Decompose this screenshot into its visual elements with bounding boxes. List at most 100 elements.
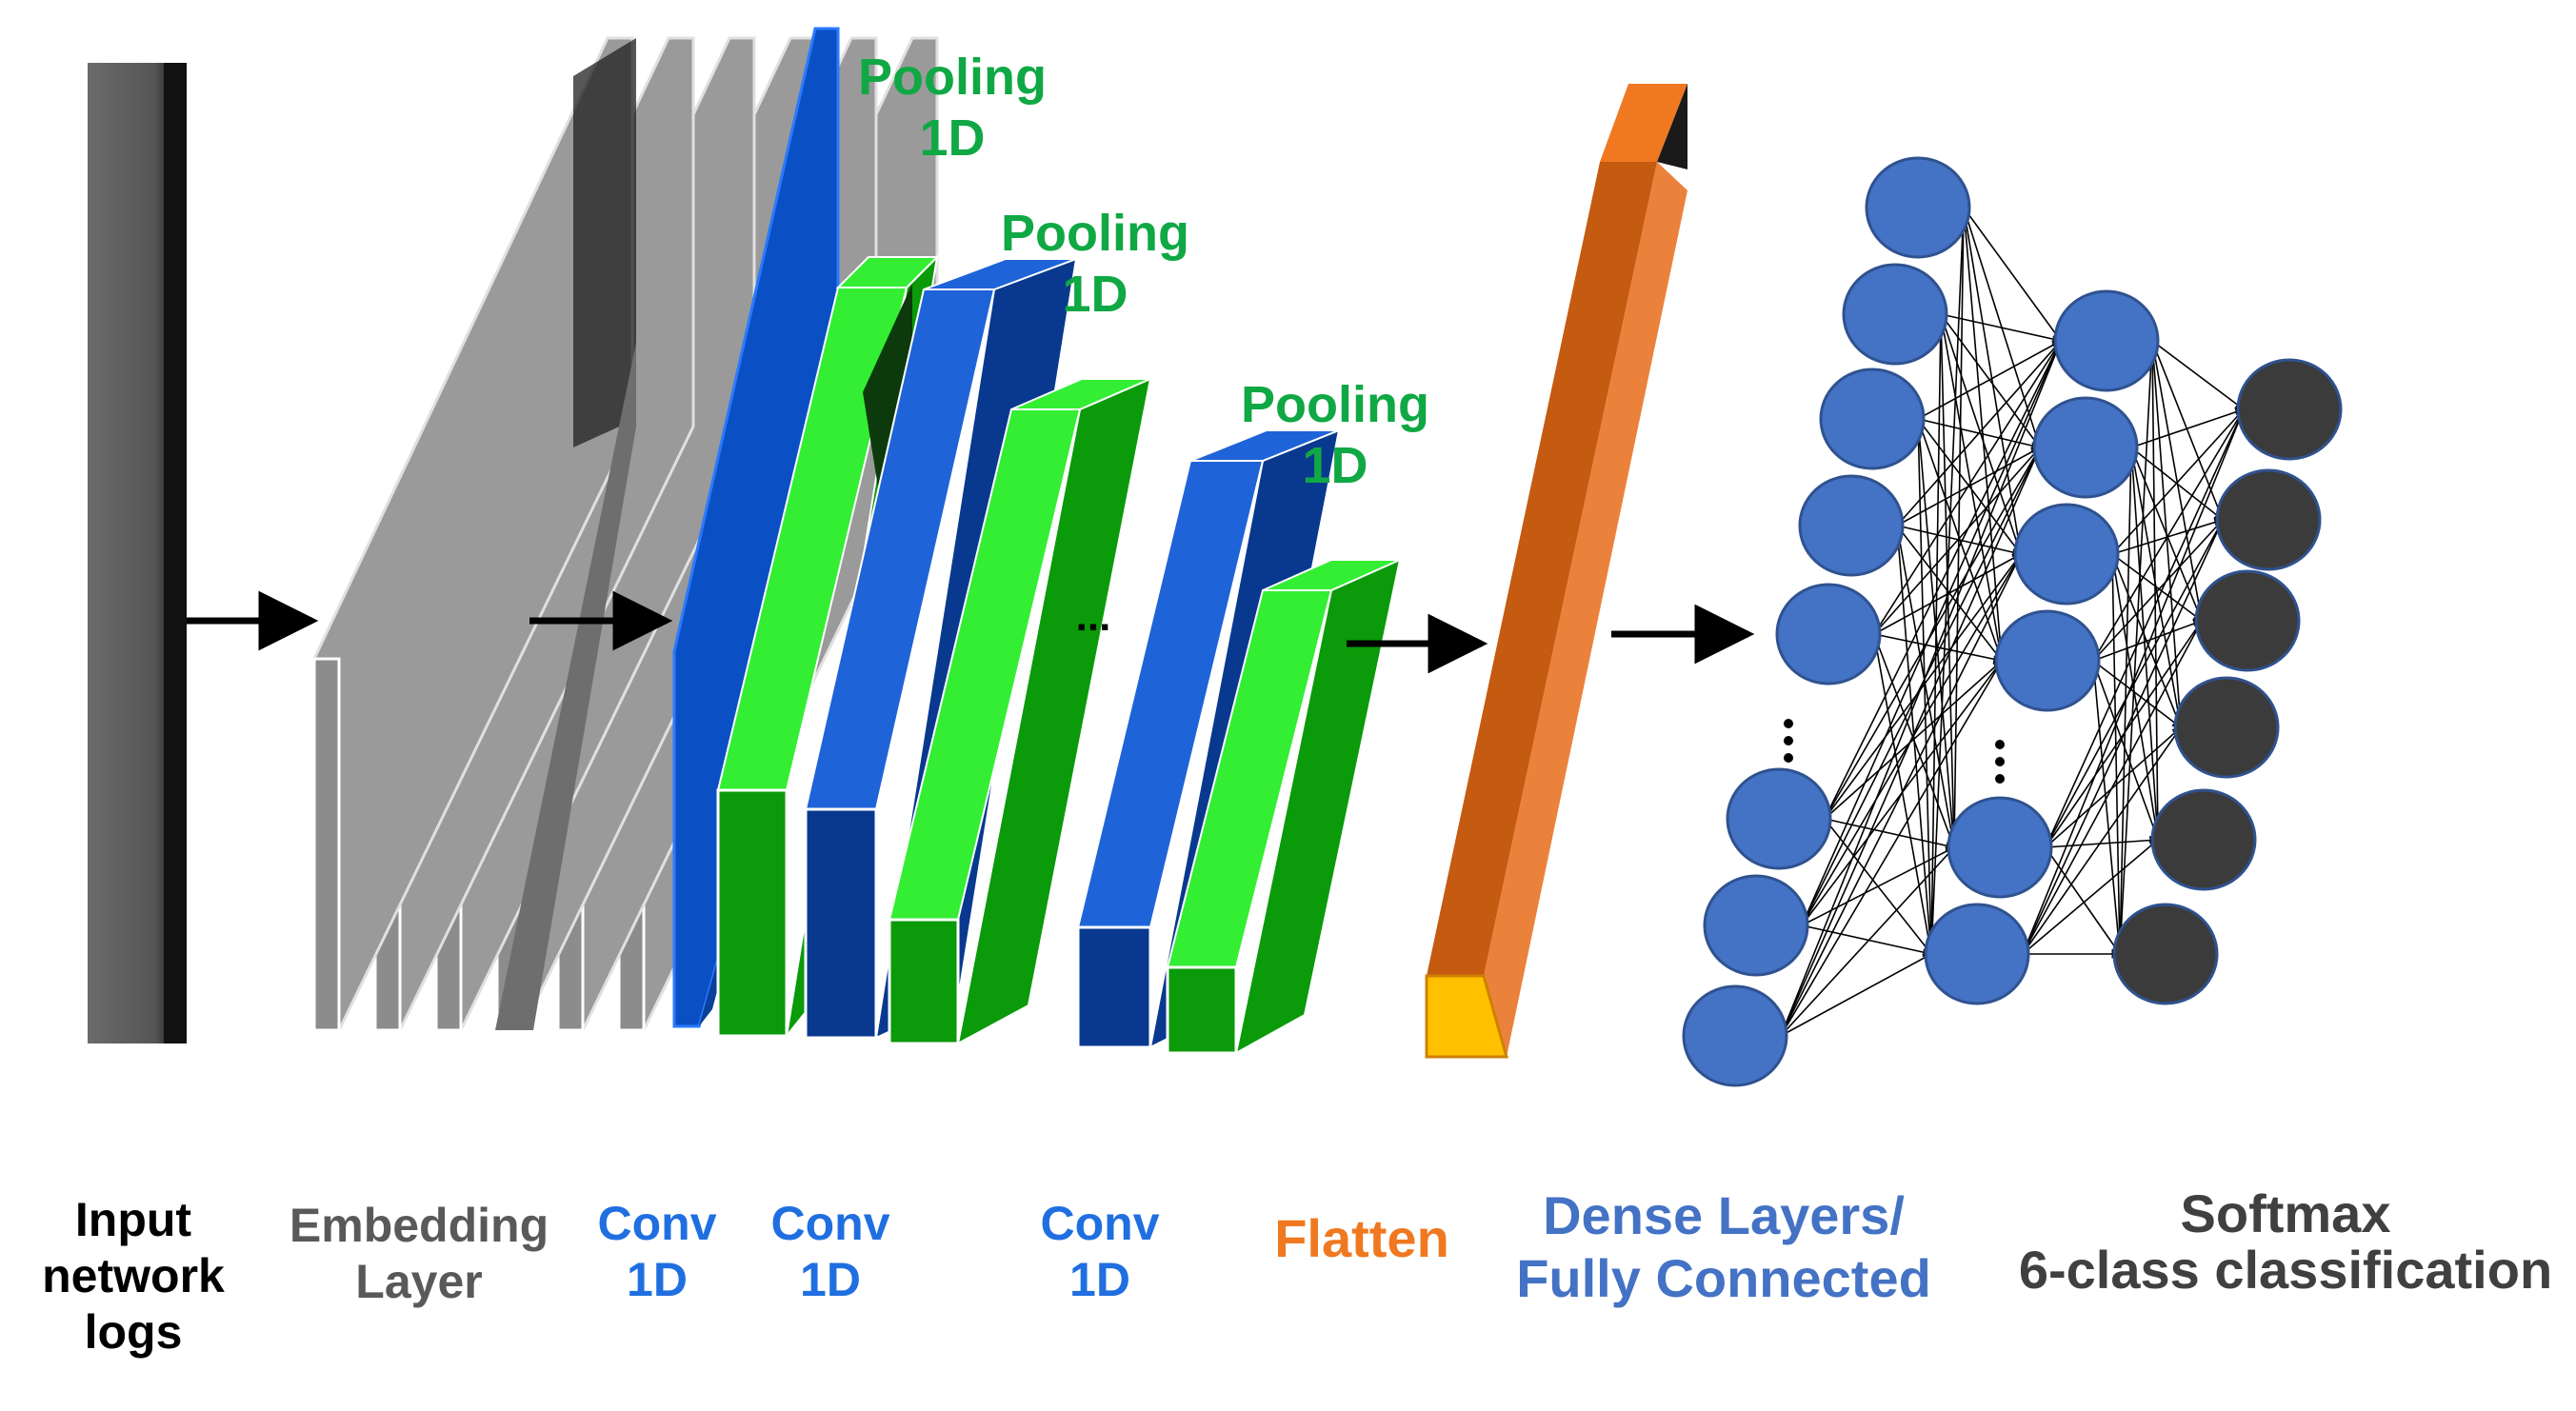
dense-node-layer-2: [1994, 609, 2101, 712]
edge-dense-2-out: [2022, 839, 2159, 955]
edge-dense-2-out: [2151, 340, 2206, 622]
edge-dense-2-out: [2045, 519, 2224, 848]
edge-dense-2-out: [2022, 519, 2224, 955]
edge-dense-2-out: [2045, 835, 2159, 848]
pool-block-2-front: [888, 918, 960, 1045]
edge-dense-2-out: [2045, 846, 2121, 955]
input-block: [88, 63, 187, 1043]
conv-block-3-top: [1189, 429, 1340, 462]
edge-dense-2-out: [2151, 340, 2245, 410]
softmax-output-node: [2215, 468, 2322, 571]
dense-connections: [1780, 207, 2246, 1037]
dense-node-layer-2: [2013, 503, 2120, 606]
edge-dense-1-2: [1780, 846, 1955, 1037]
edge-dense-1-2: [1917, 418, 1959, 848]
dense-node-layer-1: [1726, 767, 1832, 870]
conv-block-2-front: [804, 807, 878, 1040]
softmax-output-node: [2173, 676, 2280, 779]
edge-dense-1-2: [1801, 846, 1955, 926]
edge-dense-1-2: [1780, 340, 2063, 1037]
flow-arrows: [187, 590, 1755, 674]
embedding-slab-front: [312, 657, 341, 1032]
embedding-slab-side: [495, 343, 636, 1030]
edge-dense-1-2: [1940, 313, 1959, 848]
dense-node-layer-2: [2053, 289, 2160, 392]
dense-node-layer-2: [2032, 396, 2139, 499]
dense-node-layer-1: [1819, 368, 1926, 470]
edge-dense-2-out: [2130, 407, 2245, 448]
edge-dense-1-2: [1949, 207, 1965, 848]
edge-dense-2-out: [2111, 553, 2203, 622]
pool-block-2-top: [1010, 378, 1151, 410]
edge-dense-1-2: [1963, 207, 2062, 342]
dense-node-layer-2: [1924, 903, 2030, 1005]
edge-dense-2-out: [2111, 553, 2125, 955]
edge-dense-1-2: [1873, 340, 2062, 635]
edge-dense-1-2: [1780, 660, 2003, 1037]
edge-dense-2-out: [2045, 726, 2182, 848]
dense-node-layer-2: [1947, 796, 2053, 899]
softmax-output-node: [2112, 903, 2219, 1005]
edge-dense-1-2: [1824, 340, 2062, 820]
flatten-layer: [1425, 84, 1687, 1059]
edge-dense-1-2: [1824, 660, 2003, 820]
dense-node-layer-1: [1865, 156, 1971, 259]
edge-dense-1-2: [1873, 633, 1935, 955]
conv-ellipsis: ...: [1076, 593, 1111, 640]
edge-dense-1-2: [1780, 953, 1932, 1037]
edge-dense-2-out: [2092, 660, 2124, 955]
edge-dense-1-2: [1917, 418, 1936, 955]
edge-dense-1-2: [1801, 340, 2062, 926]
softmax-output-node: [2194, 569, 2301, 672]
conv-block-3-front: [1076, 925, 1152, 1049]
edge-dense-1-2: [1873, 553, 2022, 635]
flatten-label: Flatten: [1274, 1208, 1449, 1268]
dense-node-layer-1: [1842, 263, 1948, 366]
edge-dense-2-out: [2022, 408, 2246, 955]
pool-block-3-front: [1166, 965, 1238, 1055]
edge-dense-1-2: [1896, 525, 2022, 557]
edge-dense-1-2: [1780, 553, 2022, 1037]
pool-block-1-front: [716, 788, 789, 1038]
embedding-slab-shadow: [573, 38, 636, 447]
dense-network-nodes: [1682, 156, 2343, 1087]
dense-layer-vertical-ellipsis: [1784, 719, 2005, 784]
edge-dense-1-2: [1896, 340, 2062, 527]
edge-dense-2-out: [2092, 660, 2160, 841]
edge-dense-2-out: [2111, 408, 2245, 555]
edge-dense-2-out: [2151, 340, 2163, 841]
edge-dense-2-out: [2022, 620, 2203, 955]
edge-dense-2-out: [2092, 408, 2245, 662]
edge-dense-2-out: [2092, 519, 2224, 662]
edge-dense-2-out: [2111, 553, 2162, 841]
pool-block-1-top: [835, 256, 940, 288]
edge-dense-1-2: [1780, 447, 2041, 1037]
conv-pooling-blocks: [672, 27, 1402, 1055]
edge-dense-2-out: [2092, 660, 2182, 728]
dense-node-layer-1: [1798, 474, 1905, 577]
edge-dense-1-2: [1824, 553, 2022, 820]
edge-dense-2-out: [2130, 447, 2163, 841]
edge-dense-1-2: [1940, 313, 2062, 344]
softmax-output-node: [2150, 788, 2257, 891]
edge-dense-2-out: [2022, 726, 2182, 955]
conv-block-2-top: [923, 258, 1077, 290]
edge-dense-1-2: [1917, 340, 2062, 420]
edge-dense-2-out: [2045, 408, 2245, 848]
edge-dense-1-2: [1873, 447, 2041, 635]
edge-dense-1-2: [1824, 447, 2041, 820]
softmax-output-node: [2236, 358, 2343, 461]
edge-dense-1-2: [1940, 313, 2006, 662]
edge-dense-1-2: [1873, 633, 1956, 848]
pool-block-3-top: [1262, 559, 1401, 591]
dense-node-layer-1: [1682, 984, 1788, 1087]
edge-dense-2-out: [2092, 619, 2203, 662]
